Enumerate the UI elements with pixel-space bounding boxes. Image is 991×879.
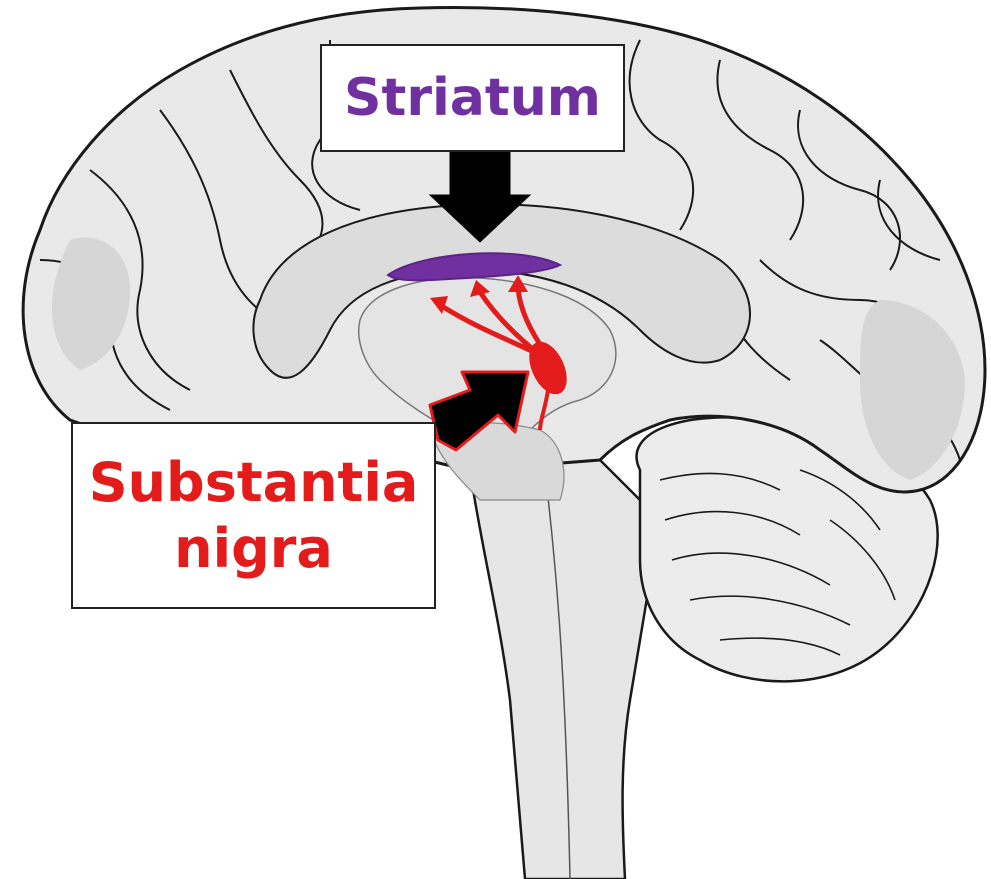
brainstem	[470, 460, 660, 879]
striatum-label-box: Striatum	[320, 44, 625, 152]
substantia-nigra-label-line2: nigra	[174, 516, 333, 582]
striatum-label: Striatum	[344, 68, 601, 128]
substantia-nigra-label-line1: Substantia	[89, 450, 419, 516]
substantia-nigra-label-box: Substantia nigra	[71, 422, 436, 609]
